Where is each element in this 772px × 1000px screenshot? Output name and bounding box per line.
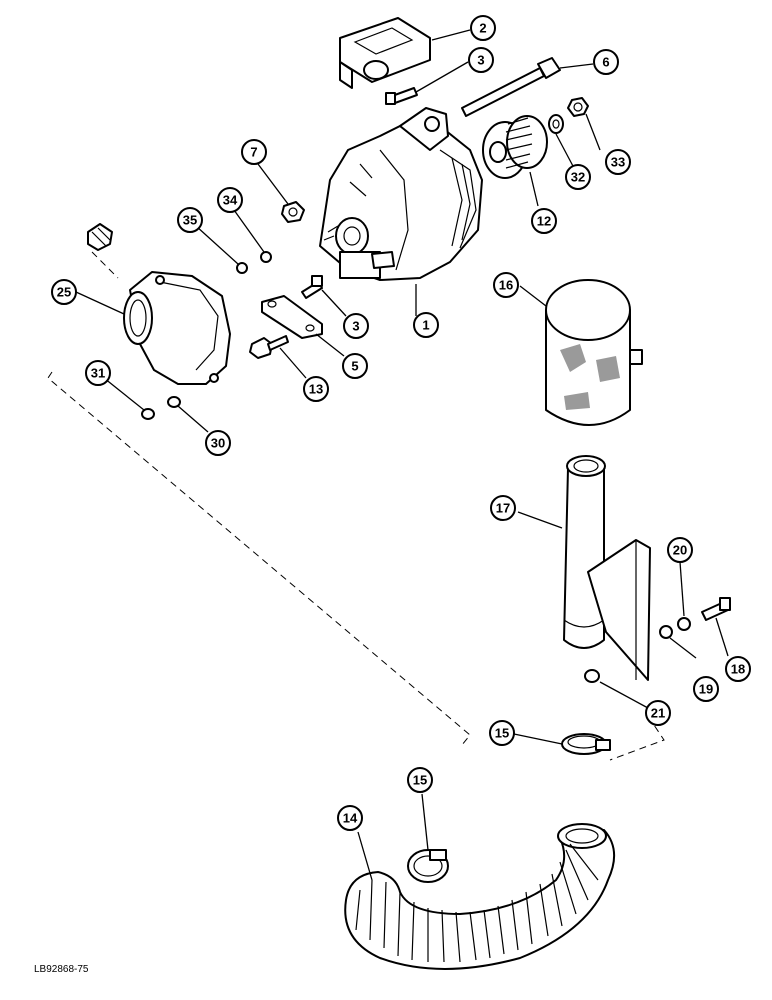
nut-34	[260, 251, 272, 263]
nut-35	[236, 262, 248, 274]
bolt-13	[249, 335, 289, 359]
svg-text:17: 17	[496, 501, 510, 516]
svg-text:31: 31	[91, 366, 105, 381]
svg-text:7: 7	[250, 145, 257, 160]
figure-code: LB92868-75	[34, 964, 89, 975]
callout-3-upper: 3	[468, 47, 494, 73]
bolt-lower	[301, 275, 323, 299]
svg-text:33: 33	[611, 155, 625, 170]
nut-30	[167, 396, 181, 408]
svg-text:2: 2	[479, 21, 486, 36]
svg-text:6: 6	[602, 55, 609, 70]
callout-6: 6	[593, 49, 619, 75]
adjusting-link	[261, 295, 323, 339]
bolt-upper	[385, 87, 418, 105]
svg-text:3: 3	[477, 53, 484, 68]
svg-text:32: 32	[571, 170, 585, 185]
pulley	[482, 115, 548, 179]
hose-clamp-lower	[407, 849, 449, 883]
callout-13: 13	[303, 376, 329, 402]
intake-pipe	[563, 455, 651, 681]
callout-21: 21	[645, 700, 671, 726]
air-path-dashed-outline	[47, 251, 665, 761]
callout-17: 17	[490, 495, 516, 521]
svg-text:18: 18	[731, 662, 745, 677]
svg-text:13: 13	[309, 382, 323, 397]
svg-text:35: 35	[183, 213, 197, 228]
svg-text:30: 30	[211, 436, 225, 451]
callout-3-lower: 3	[343, 313, 369, 339]
svg-text:5: 5	[351, 359, 358, 374]
callout-16: 16	[493, 272, 519, 298]
callout-12: 12	[531, 208, 557, 234]
callout-18: 18	[725, 656, 751, 682]
air-cleaner	[545, 279, 643, 426]
callout-35: 35	[177, 207, 203, 233]
callout-20: 20	[667, 537, 693, 563]
callout-25: 25	[51, 279, 77, 305]
hose-clamp-upper	[561, 733, 611, 755]
washer-32	[548, 114, 564, 134]
callout-15-upper: 15	[489, 720, 515, 746]
cap-nozzle	[87, 223, 113, 251]
nut-19	[659, 625, 673, 639]
callout-1: 1	[413, 312, 439, 338]
flexible-hose	[344, 823, 615, 970]
svg-text:16: 16	[499, 278, 513, 293]
long-through-bolt	[461, 57, 561, 117]
nut-21	[584, 669, 600, 683]
svg-text:25: 25	[57, 285, 71, 300]
callout-14: 14	[337, 805, 363, 831]
callout-5: 5	[342, 353, 368, 379]
fan-shroud	[123, 271, 231, 385]
svg-text:19: 19	[699, 682, 713, 697]
nut-31	[141, 408, 155, 420]
callout-19: 19	[693, 676, 719, 702]
callout-15-lower: 15	[407, 767, 433, 793]
callout-33: 33	[605, 149, 631, 175]
svg-text:15: 15	[413, 773, 427, 788]
nut-33	[567, 97, 589, 117]
svg-text:12: 12	[537, 214, 551, 229]
bolt-18	[701, 597, 731, 621]
svg-text:20: 20	[673, 543, 687, 558]
callout-31: 31	[85, 360, 111, 386]
svg-text:15: 15	[495, 726, 509, 741]
nut-7	[281, 201, 305, 223]
callout-32: 32	[565, 164, 591, 190]
callout-2: 2	[470, 15, 496, 41]
callout-30: 30	[205, 430, 231, 456]
svg-text:34: 34	[223, 193, 238, 208]
svg-text:14: 14	[343, 811, 358, 826]
svg-text:3: 3	[352, 319, 359, 334]
mounting-bracket	[339, 17, 431, 89]
callout-7: 7	[241, 139, 267, 165]
alternator	[319, 107, 483, 281]
leader-lines	[75, 29, 729, 881]
callout-34: 34	[217, 187, 243, 213]
svg-text:21: 21	[651, 706, 665, 721]
svg-text:1: 1	[422, 318, 429, 333]
washer-20	[677, 617, 691, 631]
